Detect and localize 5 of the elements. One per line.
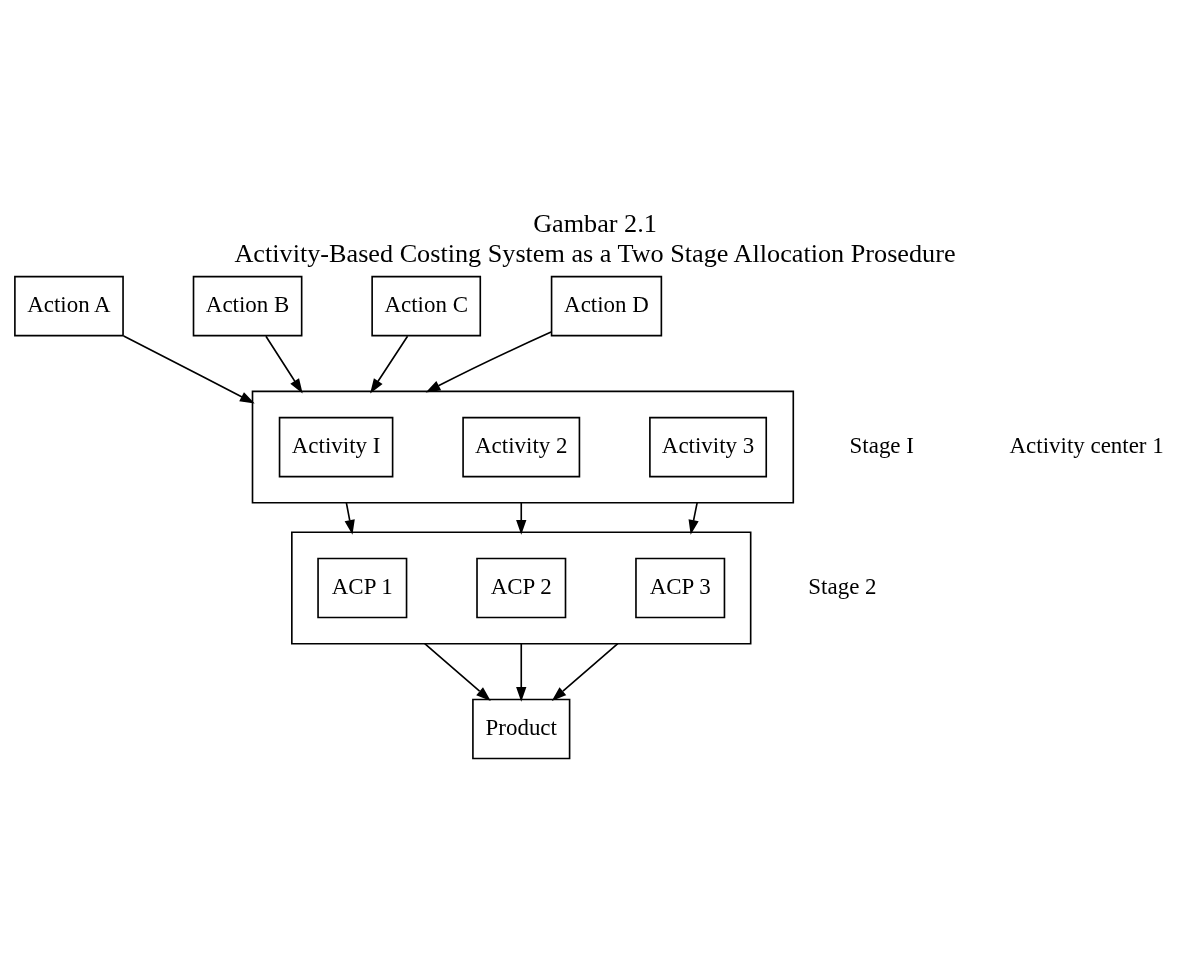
caption: Activity-Based Costing System as a Two Stage Allocation Prosedure	[234, 238, 956, 268]
label: Stage 2	[808, 574, 877, 600]
label: Activity center 1	[1009, 433, 1164, 459]
label: Stage I	[849, 433, 914, 459]
diagram-title: Gambar 2.1	[533, 209, 657, 239]
